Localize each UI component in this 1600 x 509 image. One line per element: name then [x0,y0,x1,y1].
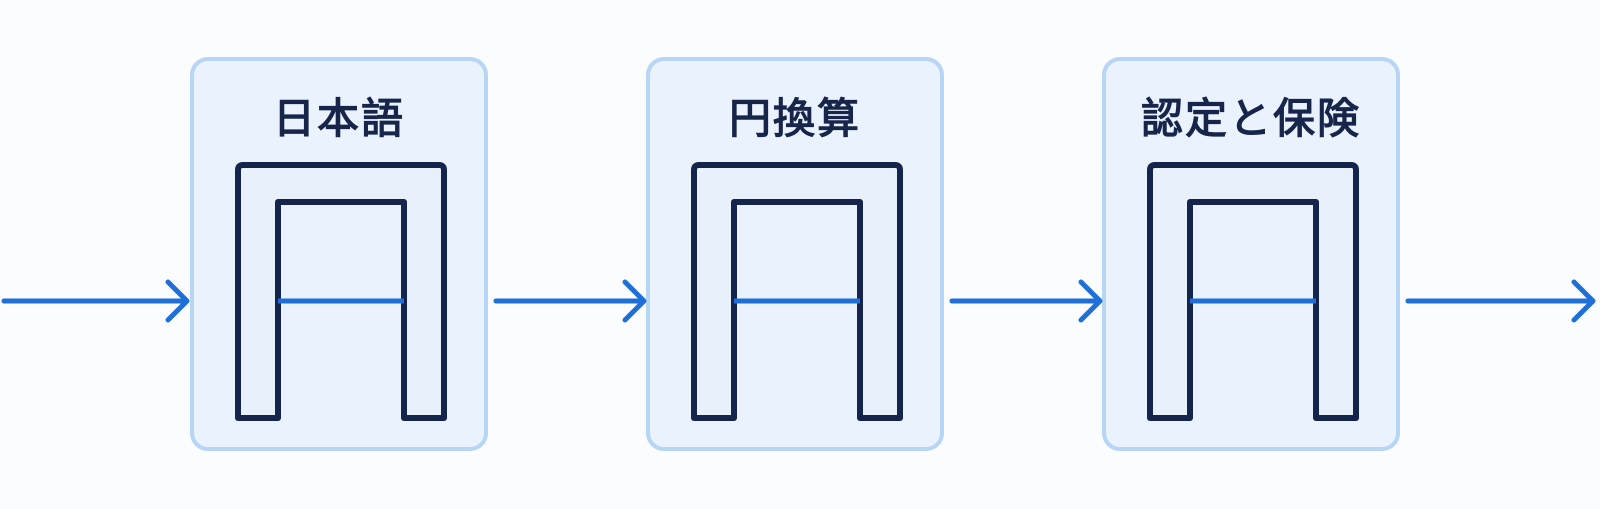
arrow-right-icon [493,279,647,323]
stage-title-japanese: 日本語 [272,94,405,143]
stage-title-yen-conversion: 円換算 [728,94,861,143]
stage-title-certification-insurance: 認定と保険 [1140,94,1361,143]
gate-icon [235,162,447,421]
arrow-right-icon [1,279,190,323]
arrow-right-icon [1405,279,1596,323]
gate-icon [1147,162,1359,421]
gate-icon [691,162,903,421]
arrow-right-icon [949,279,1103,323]
